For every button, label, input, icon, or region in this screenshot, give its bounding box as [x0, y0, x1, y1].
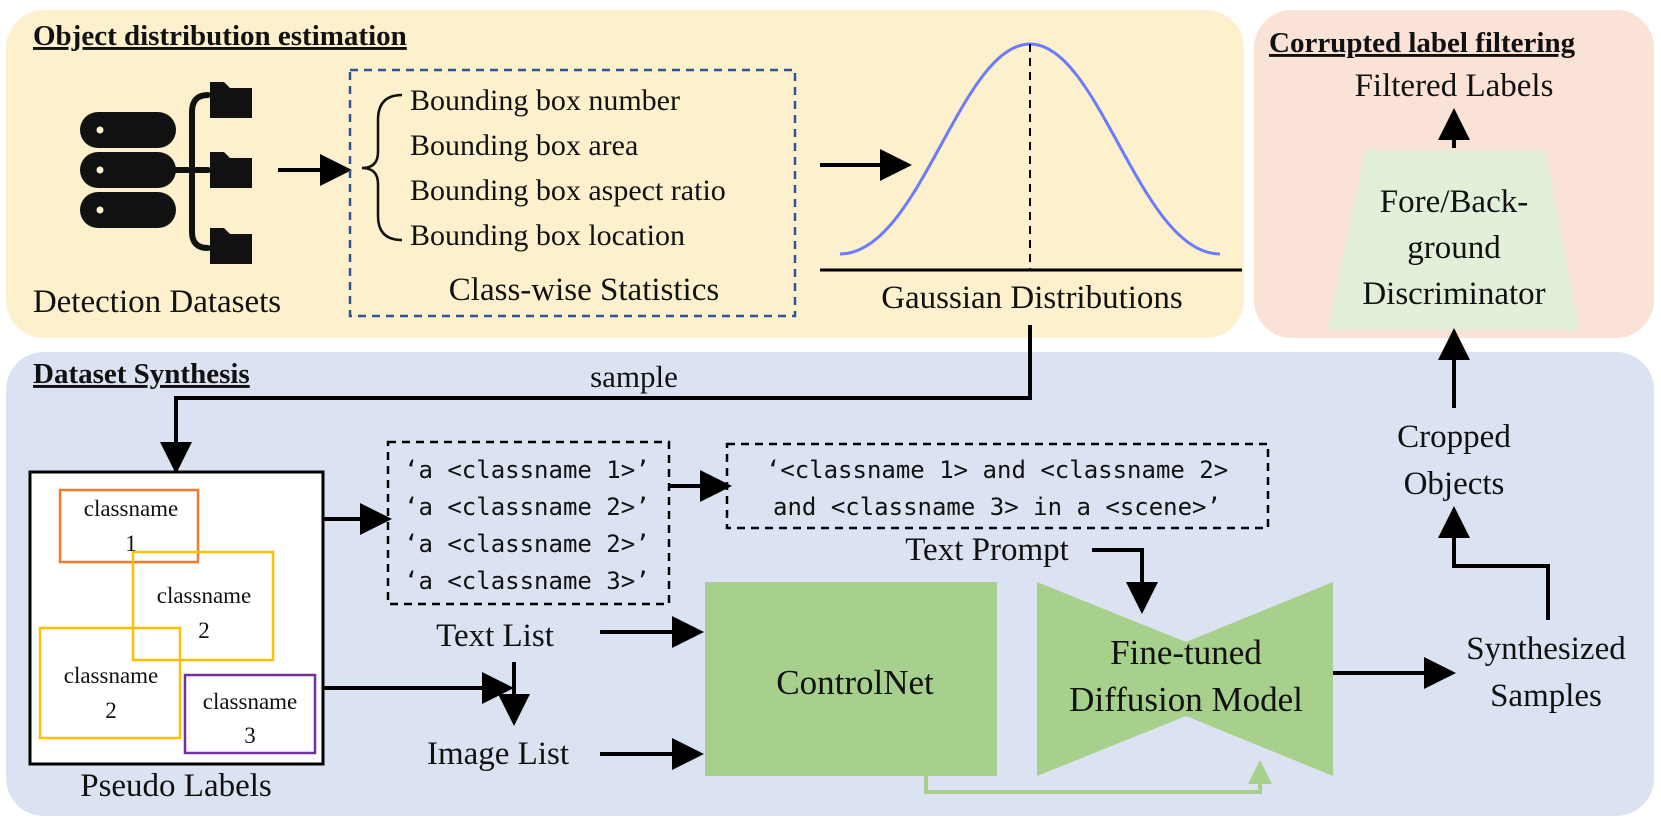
folder-icon-top [210, 82, 252, 118]
stats-brace [361, 93, 403, 242]
discriminator-line: Fore/Back- [1380, 184, 1528, 220]
gaussian-caption: Gaussian Distributions [881, 280, 1183, 316]
text-prompt-line: and <classname 3> in a <scene>’ [773, 493, 1221, 521]
label-filtering-title: Corrupted label filtering [1269, 27, 1576, 59]
pseudo-box-label: classname [84, 496, 179, 521]
dataset-tree-lines [173, 92, 211, 251]
text-list-item: ‘a <classname 2>’ [404, 530, 650, 558]
object-estimation-title: Object distribution estimation [33, 20, 407, 52]
stats-item: Bounding box area [410, 129, 638, 162]
pseudo-box-1 [58, 488, 200, 564]
text-prompt-line: ‘<classname 1> and <classname 2> [766, 456, 1228, 484]
text-prompt-label: Text Prompt [905, 532, 1069, 568]
dataset-synthesis-title: Dataset Synthesis [33, 358, 250, 390]
stats-box [348, 68, 797, 318]
cropped-label-line: Cropped [1397, 419, 1511, 455]
text-list-item: ‘a <classname 1>’ [404, 456, 650, 484]
text-list-label: Text List [436, 618, 554, 654]
folder-icon-bottom [210, 228, 252, 264]
synth-label-line: Synthesized [1466, 631, 1626, 667]
controlnet-label: ControlNet [776, 663, 934, 702]
stats-item: Bounding box aspect ratio [410, 174, 726, 207]
pseudo-box-label: classname [203, 689, 298, 714]
diffusion-shape [1037, 582, 1333, 776]
controlnet-shape-body [705, 582, 997, 776]
text-list-item: ‘a <classname 3>’ [404, 567, 650, 595]
pseudo-box-3 [38, 626, 182, 740]
filtered-labels: Filtered Labels [1355, 68, 1554, 104]
pseudo-box-label: 2 [105, 698, 117, 723]
pseudo-box-label: 1 [125, 531, 137, 556]
arrow-synth-to-cropped [1438, 506, 1550, 620]
stats-item: Bounding box location [410, 219, 685, 252]
discriminator-shape [1328, 150, 1580, 330]
arrow-prompt-to-diffusion [1092, 548, 1158, 614]
pseudo-labels-caption: Pseudo Labels [80, 768, 272, 804]
database-icon [80, 112, 176, 228]
discriminator-line: Discriminator [1362, 276, 1545, 312]
cropped-label-line: Objects [1404, 466, 1505, 502]
text-list-item: ‘a <classname 2>’ [404, 493, 650, 521]
pseudo-box-label: 3 [244, 723, 256, 748]
pseudo-box-label: classname [64, 663, 159, 688]
text-list-box [386, 440, 671, 606]
diffusion-label-line: Diffusion Model [1069, 680, 1303, 719]
pseudo-box-2 [131, 550, 275, 662]
text-prompt-box [725, 442, 1270, 530]
folder-icon-middle [210, 152, 252, 188]
synth-label-line: Samples [1490, 678, 1602, 714]
image-list-label: Image List [427, 736, 569, 772]
pseudo-box-4 [183, 673, 317, 755]
diffusion-label-line: Fine-tuned [1110, 633, 1262, 672]
discriminator-line: ground [1407, 230, 1501, 266]
object-estimation-panel [6, 10, 1244, 338]
pseudo-box-label: classname [157, 583, 252, 608]
stats-item: Bounding box number [410, 84, 680, 117]
pseudo-box-label: 2 [198, 618, 210, 643]
controlnet-to-diffusion-connector [924, 760, 1272, 794]
sample-label: sample [590, 359, 678, 394]
datasets-label: Detection Datasets [33, 284, 281, 320]
stats-caption: Class-wise Statistics [449, 272, 719, 308]
sample-arrow [160, 325, 1032, 474]
